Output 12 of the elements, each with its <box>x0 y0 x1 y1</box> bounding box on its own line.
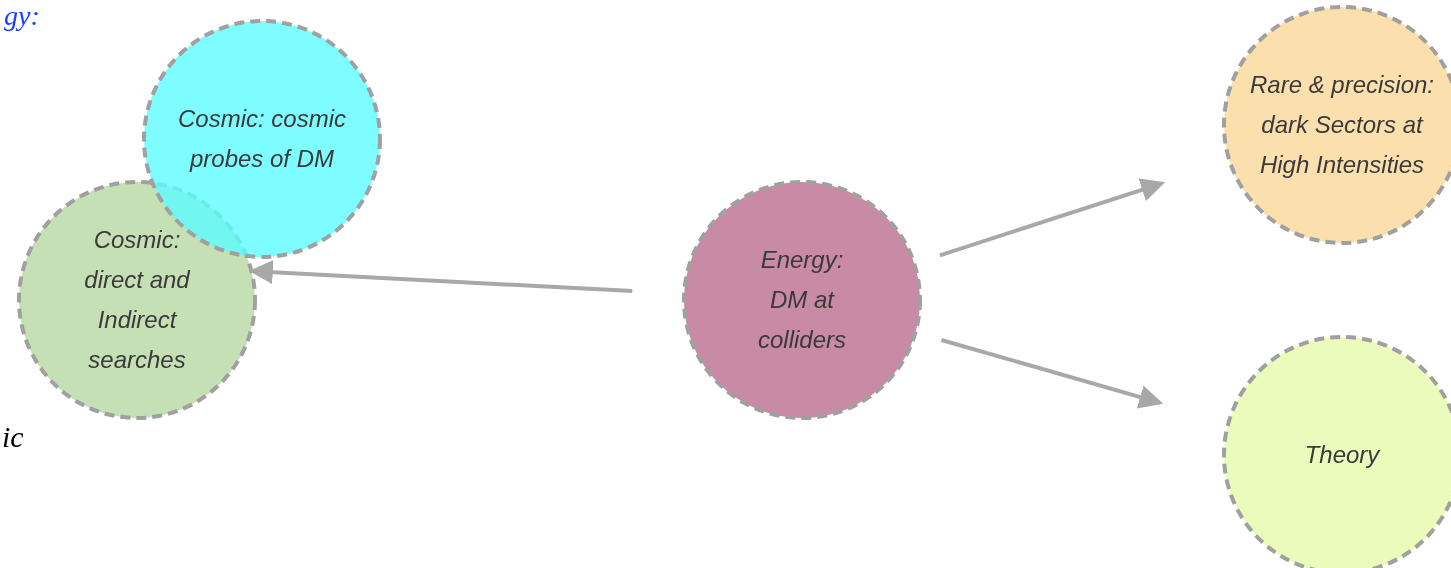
topic-label: Cosmic: cosmic probes of DM <box>177 104 347 174</box>
handwritten-fragment: gy: <box>4 2 40 30</box>
arrow <box>248 260 633 294</box>
handwritten-fragment: ic <box>2 422 24 452</box>
topic-label: Cosmic: direct and Indirect searches <box>83 225 191 375</box>
topic-label: Rare & precision: dark Sectors at High Intensities <box>1248 70 1436 180</box>
topic-label: Energy: DM at colliders <box>757 245 847 355</box>
arrow <box>939 178 1166 258</box>
topic-label: Theory <box>1304 440 1380 470</box>
topic-circle <box>17 180 257 420</box>
topic-circle <box>682 180 922 420</box>
arrow <box>940 338 1164 409</box>
